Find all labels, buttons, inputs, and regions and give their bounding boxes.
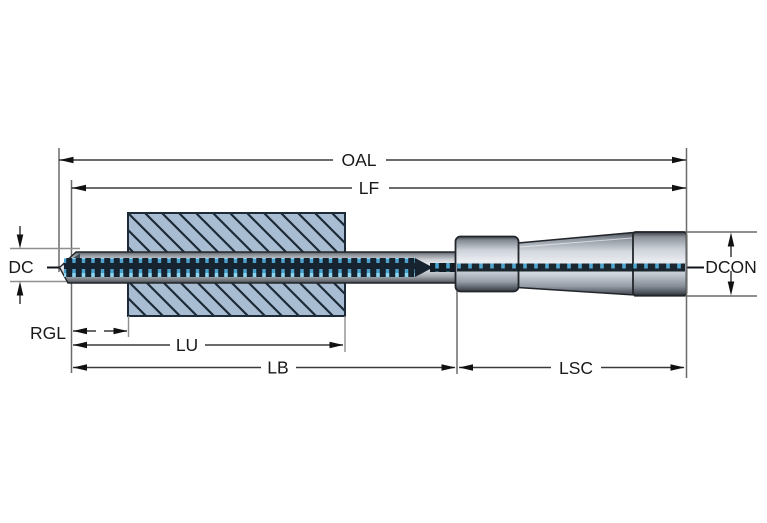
dim-lf: LF [71,178,686,198]
label-oal: OAL [341,150,376,170]
dim-lu: LU [73,335,344,355]
label-lsc: LSC [559,358,593,378]
dim-rgl: RGL [30,323,128,343]
label-dcon: DCON [705,257,757,277]
drill-tool [47,231,704,297]
label-rgl: RGL [30,323,66,343]
label-dc: DC [8,257,33,277]
label-lb: LB [267,358,288,378]
dim-dc: DC [8,226,34,304]
label-lf: LF [359,178,379,198]
label-lu: LU [176,335,198,355]
coolant-centerline-collar [457,263,685,272]
flute-runout [415,258,433,277]
dim-lb: LB [73,358,456,378]
tool-flute-band [64,258,415,277]
dim-dcon: DCON [705,232,757,296]
dim-oal: OAL [59,150,686,170]
taper-highlight [519,237,633,248]
dim-lsc: LSC [459,358,685,378]
